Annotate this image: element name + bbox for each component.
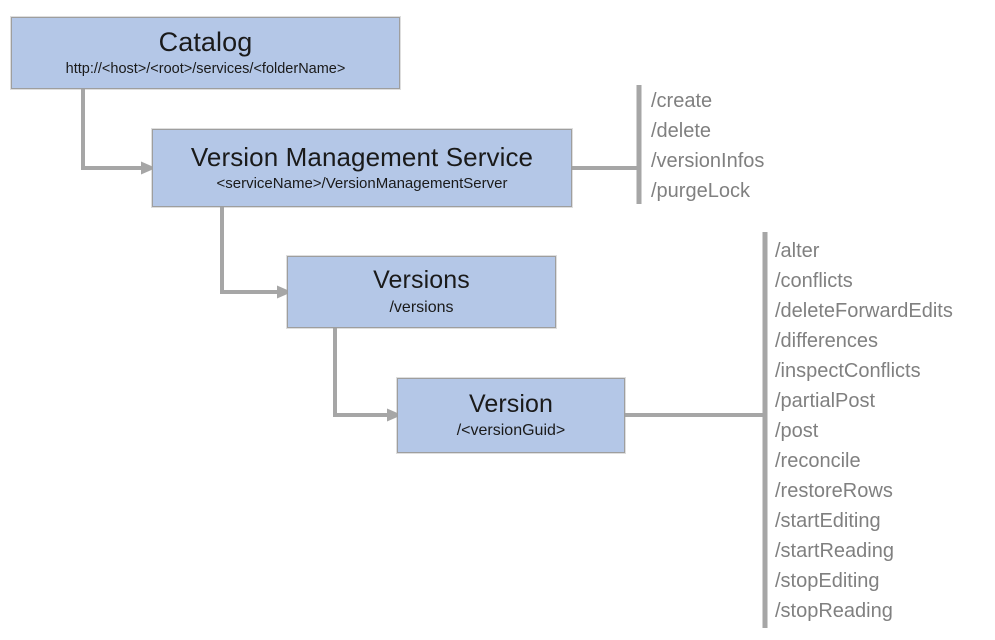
operation-item[interactable]: /inspectConflicts <box>775 360 921 382</box>
node-version-management-service[interactable]: Version Management Service <serviceName>… <box>152 129 572 207</box>
operation-list-version: /alter/conflicts/deleteForwardEdits/diff… <box>775 236 953 626</box>
operation-item[interactable]: /reconcile <box>775 450 861 472</box>
node-catalog-title: Catalog <box>158 27 253 58</box>
node-versions-title: Versions <box>373 266 470 295</box>
operation-item[interactable]: /purgeLock <box>651 180 750 202</box>
node-version-management-service-title: Version Management Service <box>190 142 534 173</box>
connector-catalog-to-service <box>81 89 156 175</box>
operation-list-service: /create/delete/versionInfos/purgeLock <box>651 86 764 206</box>
node-catalog[interactable]: Catalog http://<host>/<root>/services/<f… <box>11 17 400 89</box>
operation-item[interactable]: /post <box>775 420 819 442</box>
connector-service-to-versions <box>220 207 292 299</box>
operation-item[interactable]: /delete <box>651 120 712 142</box>
node-versions[interactable]: Versions /versions <box>287 256 556 328</box>
node-version-subtitle: /<versionGuid> <box>456 422 566 440</box>
connector-versions-to-version <box>333 328 402 422</box>
node-version[interactable]: Version /<versionGuid> <box>397 378 625 453</box>
operation-item[interactable]: /partialPost <box>775 390 876 412</box>
connector-version-to-operations <box>625 232 768 628</box>
operation-item[interactable]: /stopEditing <box>775 570 880 592</box>
operation-item[interactable]: /restoreRows <box>775 480 893 502</box>
operation-item[interactable]: /startEditing <box>775 510 881 532</box>
node-version-management-service-subtitle: <serviceName>/VersionManagementServer <box>216 175 508 193</box>
operation-item[interactable]: /conflicts <box>775 270 853 292</box>
node-versions-subtitle: /versions <box>389 298 454 316</box>
operation-item[interactable]: /differences <box>775 330 879 352</box>
connector-service-to-operations <box>572 85 642 204</box>
node-version-title: Version <box>468 389 554 418</box>
node-catalog-subtitle: http://<host>/<root>/services/<folderNam… <box>65 60 346 77</box>
operation-item[interactable]: /startReading <box>775 540 894 562</box>
operation-item[interactable]: /stopReading <box>775 600 893 622</box>
operation-item[interactable]: /create <box>651 90 713 112</box>
operation-item[interactable]: /versionInfos <box>651 150 765 172</box>
operation-item[interactable]: /deleteForwardEdits <box>775 300 953 322</box>
operation-item[interactable]: /alter <box>775 240 820 262</box>
